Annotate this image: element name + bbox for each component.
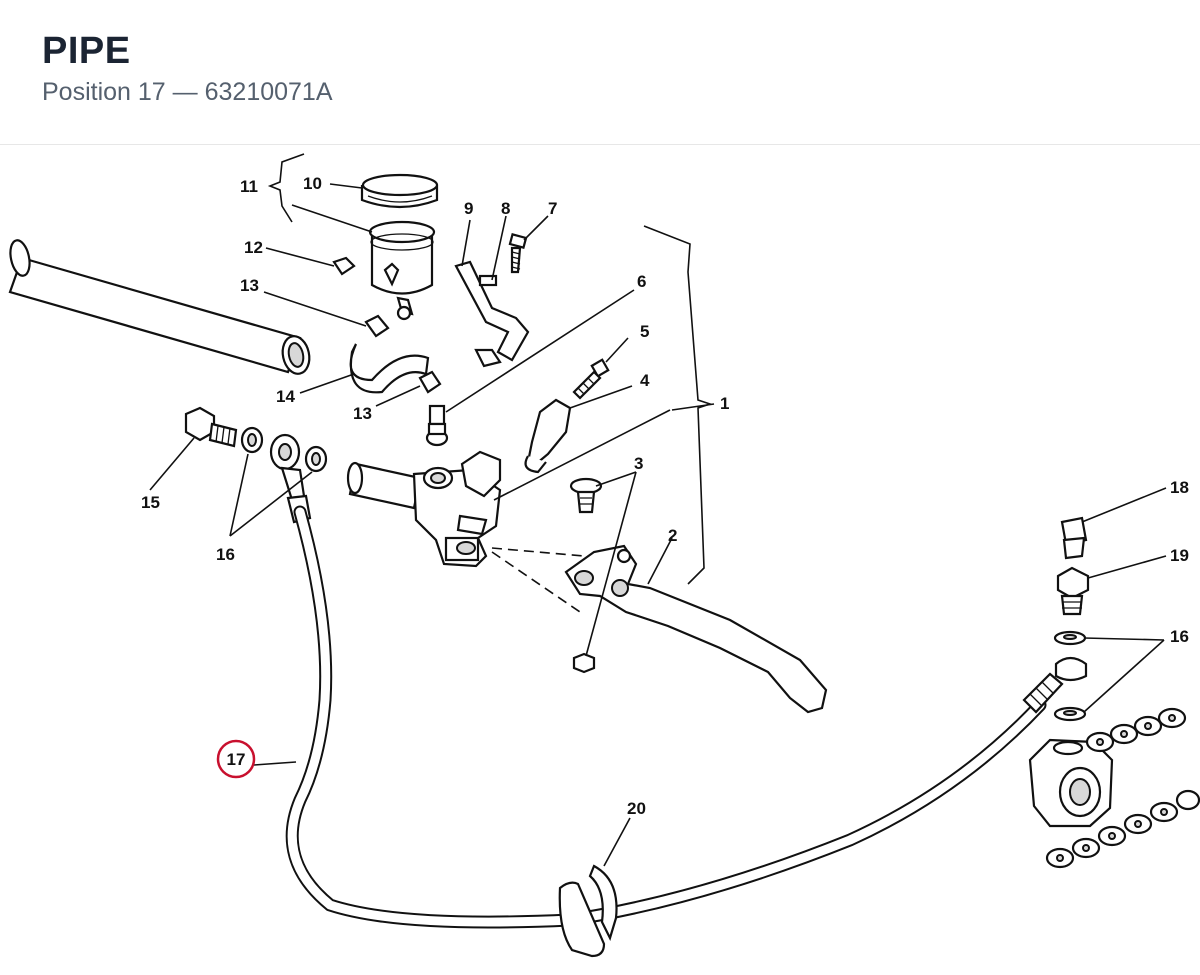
chain-lower — [1045, 789, 1200, 869]
hose-clamp-upper — [364, 314, 390, 338]
callout-12: 12 — [244, 238, 263, 257]
bracket-screw — [478, 274, 498, 287]
page-header: PIPE Position 17 — 63210071A — [0, 0, 1200, 145]
hose-clamp — [332, 256, 356, 276]
pipe-clip — [558, 864, 618, 958]
leader-lines — [149, 183, 1167, 867]
handlebar-clamp — [524, 398, 572, 474]
separator: — — [172, 78, 198, 106]
banjo-bolt — [184, 406, 238, 448]
fluid-reservoir — [368, 220, 436, 321]
callout-1: 1 — [720, 394, 729, 413]
callout-8: 8 — [501, 199, 510, 218]
callout-20: 20 — [627, 799, 646, 818]
bleed-fitting — [1056, 566, 1090, 616]
callout-9: 9 — [464, 199, 473, 218]
callout-6: 6 — [637, 272, 646, 291]
callout-2: 2 — [668, 526, 677, 545]
bolt-7 — [508, 233, 528, 274]
callout-16-right: 16 — [1170, 627, 1189, 646]
sealing-washers-right — [1053, 630, 1088, 722]
master-cylinder — [346, 450, 502, 568]
pivot-bolt — [569, 477, 603, 674]
sealing-washers-left — [240, 426, 328, 473]
callout-10: 10 — [303, 174, 322, 193]
hose-clamp-lower — [418, 370, 442, 394]
callout-17: 17 — [227, 750, 246, 769]
callout-16-left: 16 — [216, 545, 235, 564]
callout-13-upper: 13 — [240, 276, 259, 295]
callout-14: 14 — [276, 387, 295, 406]
banjo-fitting — [269, 433, 312, 524]
highlighted-callout-17[interactable]: 17 — [216, 739, 256, 779]
reservoir-cap — [360, 173, 439, 209]
part-title: PIPE — [42, 30, 131, 72]
callout-13-lower: 13 — [353, 404, 372, 423]
callout-labels: 1 2 3 4 5 6 7 8 9 10 11 12 13 13 14 15 1… — [141, 174, 1189, 818]
position-label: Position 17 — [42, 78, 166, 106]
part-subtitle: Position 17 — 63210071A — [42, 78, 333, 107]
brake-pipe — [285, 505, 1064, 929]
assembly-bracket-1 — [643, 225, 713, 585]
caliper-and-chain — [1028, 707, 1200, 869]
union-nut — [1060, 516, 1088, 560]
callout-4: 4 — [640, 371, 650, 390]
clamp-screw — [572, 358, 610, 400]
callout-5: 5 — [640, 322, 649, 341]
handlebar — [8, 239, 311, 375]
reservoir-fitting — [425, 404, 449, 447]
callout-7: 7 — [548, 199, 557, 218]
callout-3: 3 — [634, 454, 643, 473]
callout-18: 18 — [1170, 478, 1189, 497]
assembly-bracket-11 — [267, 153, 305, 223]
part-number: 63210071A — [204, 78, 333, 106]
brake-lever — [564, 544, 828, 714]
chain-upper — [1085, 707, 1187, 753]
reservoir-hose — [349, 343, 430, 394]
callout-15: 15 — [141, 493, 160, 512]
callout-11: 11 — [240, 177, 258, 196]
callout-19: 19 — [1170, 546, 1189, 565]
highlight-ring — [216, 739, 256, 779]
